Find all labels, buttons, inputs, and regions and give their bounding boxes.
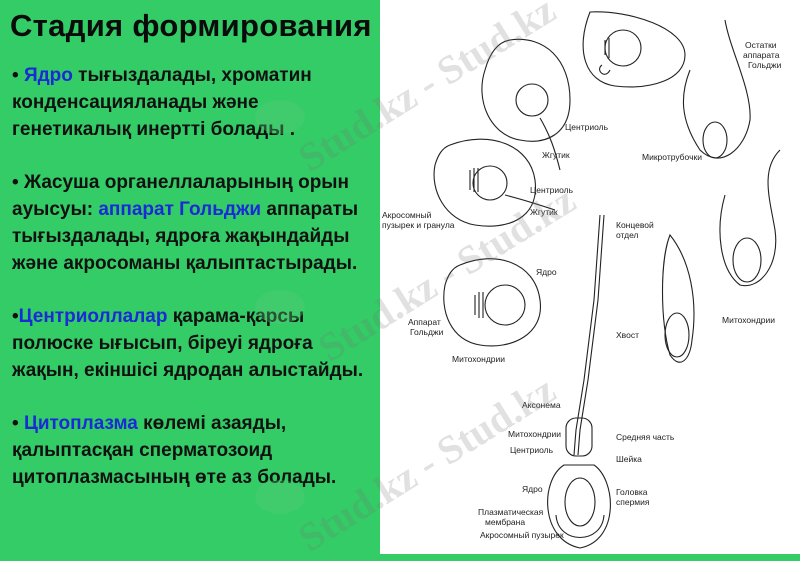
bullet-cytoplasm-text: көлемі азаяды, қалыптасқан сперматозоид … [12, 413, 337, 488]
label-neck: Шейка [616, 454, 642, 464]
label-plasma-membrane-2: мембрана [485, 517, 525, 527]
cell-top [582, 11, 686, 88]
highlight-nucleus: Ядро [23, 65, 73, 86]
bullet-nucleus-text: тығыздалады, хроматин конденсацияланады … [12, 65, 312, 140]
flagellum-mid [504, 194, 556, 211]
label-golgi-2: Гольджи [410, 327, 444, 337]
golgi-top [604, 38, 610, 58]
label-flagellum-2: Жгутик [530, 207, 558, 217]
label-nucleus-2: Ядро [522, 484, 543, 494]
bullet-centrioles-text: қарама-қарсы полюске ығысып, біреуі ядро… [12, 306, 364, 381]
label-sperm-head-1: Головка [616, 487, 648, 497]
slide-title: Стадия формирования [10, 8, 372, 43]
acrosome [555, 514, 605, 538]
label-golgi-remnants-2: аппарата [743, 50, 780, 60]
label-golgi-remnants-3: Гольджи [748, 60, 782, 70]
nucleus-elongated [664, 312, 690, 358]
label-plasma-membrane-1: Плазматическая [478, 507, 544, 517]
label-axoneme: Аксонема [522, 400, 561, 410]
nucleus-teardrop [702, 121, 728, 159]
label-nucleus-1: Ядро [536, 267, 557, 277]
nucleus-right [732, 237, 762, 283]
spermiogenesis-figure: Остатки аппарата Гольджи Центриоль Жгути… [380, 0, 800, 554]
label-microtubules: Микротрубочки [642, 152, 702, 162]
nucleus-top [604, 29, 642, 67]
highlight-cytoplasm: Цитоплазма [23, 413, 138, 434]
sperm-nucleus [564, 477, 596, 527]
label-end-piece-2: отдел [616, 230, 639, 240]
nucleus-mid [472, 165, 508, 201]
label-golgi-1: Аппарат [408, 317, 441, 327]
golgi-mid [469, 168, 479, 192]
label-acrosome-bubble: Акросомный пузырек [480, 530, 564, 540]
golgi-lower [474, 292, 484, 318]
nucleus-lower [484, 284, 526, 326]
label-centriole-3: Центриоль [510, 445, 554, 455]
bullet-cytoplasm: • Цитоплазма көлемі азаяды, қалыптасқан … [12, 413, 337, 488]
sperm-midpiece [565, 417, 593, 457]
sperm-head [547, 464, 611, 549]
label-sperm-head-2: спермия [616, 497, 650, 507]
label-centriole-1: Центриоль [565, 122, 609, 132]
nucleus-upper [515, 83, 549, 117]
cell-lower [443, 258, 541, 347]
cell-elongated [661, 233, 695, 363]
cell-teardrop [682, 19, 751, 159]
label-golgi-remnants-1: Остатки [745, 40, 777, 50]
bullet-organelles: • Жасуша органеллаларының орын ауысуы: а… [12, 172, 359, 274]
label-tail: Хвост [616, 330, 639, 340]
sperm-tail-inner [577, 214, 605, 456]
tail-top [599, 64, 611, 75]
cell-upper [481, 38, 571, 142]
cell-mid [433, 138, 536, 227]
highlight-golgi: аппарат Гольджи [98, 199, 262, 220]
label-mitochondria-2: Митохондрии [722, 315, 775, 325]
label-acrosome-vesicle-2: пузырек и гранула [382, 220, 455, 230]
bullet-nucleus: • Ядро тығыздалады, хроматин конденсация… [12, 65, 312, 140]
bullet-centrioles: •Центриоллалар қарама-қарсы полюске ығыс… [12, 306, 364, 381]
label-middle-piece: Средняя часть [616, 432, 675, 442]
label-mitochondria-3: Митохондрии [508, 429, 561, 439]
highlight-centrioles: Центриоллалар [18, 306, 168, 327]
bullet-organelles-prefix: Жасуша органеллаларының орын ауысуы: [12, 172, 350, 220]
bullet-organelles-text: аппараты тығыздалады, ядроға жақындайды … [12, 199, 359, 274]
bullet-list: • Ядро тығыздалады, хроматин конденсация… [12, 62, 374, 517]
spermiogenesis-diagram: Остатки аппарата Гольджи Центриоль Жгути… [382, 11, 782, 549]
sperm-tail [573, 214, 601, 456]
label-mitochondria-1: Митохондрии [452, 354, 505, 364]
cell-right [719, 149, 781, 287]
label-flagellum-1: Жгутик [542, 150, 570, 160]
label-acrosome-vesicle-1: Акросомный [382, 210, 432, 220]
label-end-piece-1: Концевой [616, 220, 654, 230]
label-centriole-2: Центриоль [530, 185, 574, 195]
flagellum-upper [539, 117, 561, 171]
